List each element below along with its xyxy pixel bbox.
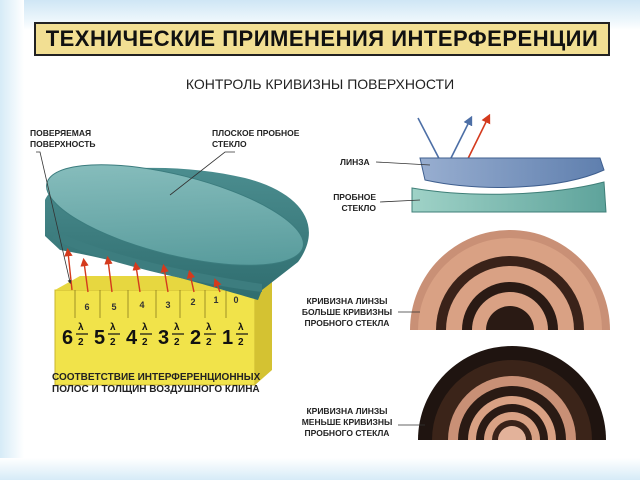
lens: [419, 157, 605, 188]
svg-text:5: 5: [94, 327, 105, 349]
svg-text:2: 2: [174, 337, 180, 348]
fringe-number: 3: [165, 300, 170, 310]
bottom-decoration: [0, 458, 640, 480]
title-banner: ТЕХНИЧЕСКИЕ ПРИМЕНЕНИЯ ИНТЕРФЕРЕНЦИИ: [34, 22, 610, 56]
svg-text:3: 3: [158, 327, 169, 349]
tested-block: [54, 276, 272, 386]
label-test-glass: ПРОБНОЕ СТЕКЛО: [333, 192, 376, 213]
thickness-mark: 1 λ 2: [222, 322, 248, 349]
thickness-mark: 5 λ 2: [94, 322, 120, 349]
label-tested-surface: ПОВЕРЯЕМАЯ ПОВЕРХНОСТЬ: [30, 128, 96, 149]
label-lens-curvature-greater: КРИВИЗНА ЛИНЗЫ БОЛЬШЕ КРИВИЗНЫ ПРОБНОГО …: [301, 296, 393, 328]
thickness-mark: 4 λ 2: [126, 322, 152, 349]
leader-lines-left: [36, 151, 235, 284]
svg-text:2: 2: [206, 337, 212, 348]
svg-text:6: 6: [62, 327, 73, 349]
fringe-number-labels: 6 5 4 3 2 1 0: [84, 295, 238, 312]
fringe-number: 1: [213, 295, 218, 305]
svg-text:λ: λ: [238, 322, 244, 333]
svg-text:1: 1: [222, 327, 233, 349]
thickness-mark: 6 λ 2: [62, 322, 88, 349]
svg-text:2: 2: [78, 337, 84, 348]
section-subtitle: КОНТРОЛЬ КРИВИЗНЫ ПОВЕРХНОСТИ: [185, 76, 455, 92]
svg-text:λ: λ: [142, 322, 148, 333]
svg-text:2: 2: [238, 337, 244, 348]
svg-text:4: 4: [126, 327, 138, 349]
test-glass-plate: [411, 181, 607, 213]
label-fringe-thickness-correspondence: СООТВЕТСТВИЕ ИНТЕРФЕРЕНЦИОННЫХ ПОЛОС И Т…: [52, 372, 261, 395]
svg-text:2: 2: [142, 337, 148, 348]
thickness-mark: 2 λ 2: [190, 322, 216, 349]
flat-test-glass: [45, 164, 309, 300]
svg-text:λ: λ: [110, 322, 116, 333]
svg-text:2: 2: [110, 337, 116, 348]
page-title: ТЕХНИЧЕСКИЕ ПРИМЕНЕНИЯ ИНТЕРФЕРЕНЦИИ: [45, 26, 599, 51]
fringe-number: 4: [139, 300, 144, 310]
svg-text:2: 2: [190, 327, 201, 349]
fringe-number: 5: [111, 302, 116, 312]
thickness-mark: 3 λ 2: [158, 322, 184, 349]
thickness-marks: 6 λ 2 5 λ 2 4 λ 2 3 λ 2 2 λ 2: [62, 322, 248, 349]
fringe-pattern-greater: [410, 230, 610, 330]
fringe-number: 2: [190, 297, 195, 307]
left-decoration: [0, 0, 24, 480]
label-flat-test-glass: ПЛОСКОЕ ПРОБНОЕ СТЕКЛО: [212, 128, 300, 149]
fringe-number: 6: [84, 302, 89, 312]
label-lens-curvature-smaller: КРИВИЗНА ЛИНЗЫ МЕНЬШЕ КРИВИЗНЫ ПРОБНОГО …: [301, 406, 393, 438]
leader-lines-right: [375, 161, 431, 426]
fringe-number: 0: [233, 295, 238, 305]
fringe-pattern-smaller: [418, 346, 606, 440]
svg-text:λ: λ: [206, 322, 212, 333]
svg-text:λ: λ: [174, 322, 180, 333]
fringe-lines: [74, 290, 227, 318]
label-lens: ЛИНЗА: [340, 157, 370, 167]
svg-text:λ: λ: [78, 322, 84, 333]
